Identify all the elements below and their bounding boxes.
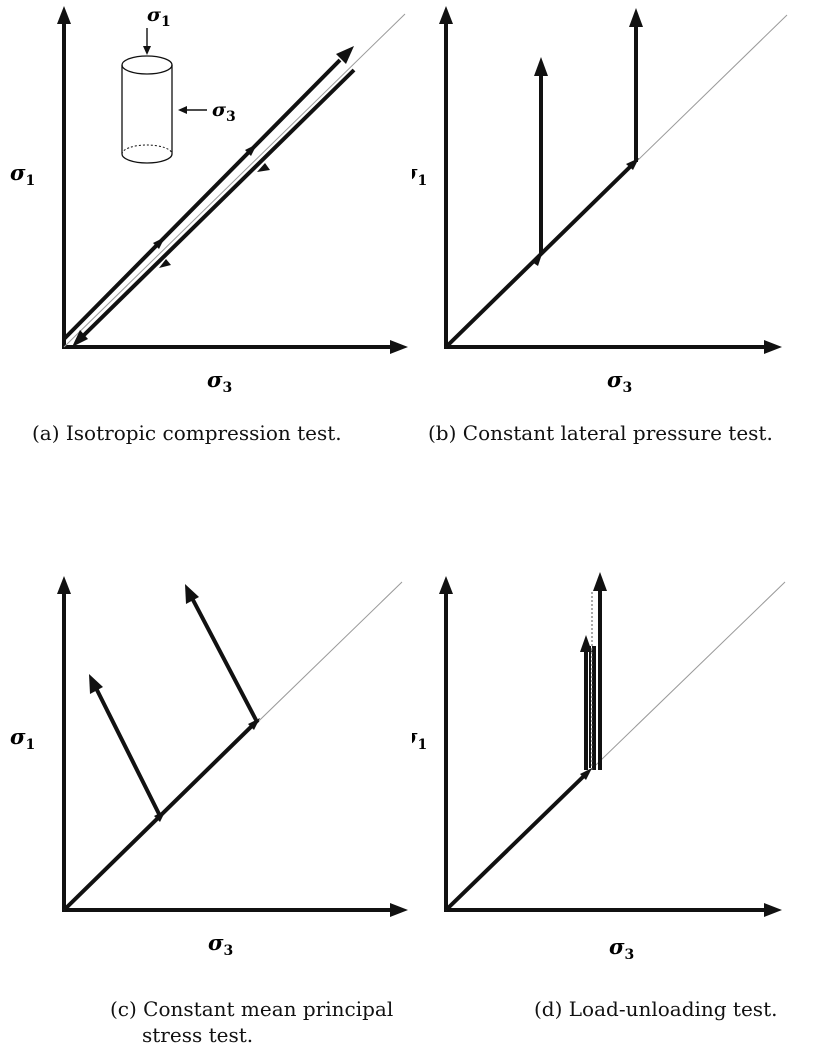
y-axis-label: σ1	[10, 724, 35, 753]
loading-arrow-line	[62, 58, 342, 341]
unloading-arrow-line	[80, 68, 356, 339]
y-axis-arrowhead	[57, 576, 71, 594]
unloading-arrowhead	[72, 330, 88, 347]
x-axis-arrowhead	[764, 903, 782, 917]
cylinder-bottom-front	[121, 153, 173, 164]
y-axis-arrowhead	[57, 6, 71, 24]
x-axis-arrowhead	[390, 903, 408, 917]
x-axis-label: σ3	[207, 367, 232, 396]
x-axis-arrowhead	[764, 340, 782, 354]
unloading-mid-marker	[159, 259, 171, 268]
x-axis-label: σ3	[609, 934, 634, 963]
panel-c-axes	[57, 576, 408, 917]
panel-b-axes	[439, 6, 782, 354]
caption-d: (d) Load-unloading test.	[534, 997, 778, 1021]
loading-mid-marker	[153, 237, 165, 249]
caption-b: (b) Constant lateral pressure test.	[428, 421, 773, 445]
y-axis-label: σ1	[412, 160, 427, 189]
x-axis-arrowhead	[390, 340, 408, 354]
load-unload-cycles	[580, 572, 607, 770]
cylinder-bottom-back	[121, 144, 173, 155]
final-loading-arrowhead	[593, 572, 607, 591]
panel-b-diagram: σ1 σ3	[412, 6, 788, 396]
panel-d-diagram: σ1 σ3	[412, 572, 786, 963]
loading-path	[62, 46, 354, 341]
caption-c-line-2: stress test.	[142, 1023, 254, 1047]
shear-path-upper	[629, 8, 643, 162]
loading-mid-marker	[245, 144, 257, 156]
inclined-arrow-line	[190, 597, 258, 721]
path-marker-upper	[248, 718, 260, 730]
lateral-load-arrowhead	[178, 106, 187, 114]
unloading-mid-marker	[257, 163, 270, 172]
y-axis-label: σ1	[10, 160, 35, 189]
y-axis-arrowhead	[439, 6, 453, 24]
isotropic-loading-path	[444, 770, 590, 912]
inclined-arrowhead	[89, 674, 103, 694]
inclined-arrow-line	[94, 687, 162, 817]
diagonal-guide-line	[63, 13, 406, 348]
loading-arrowhead	[336, 46, 354, 64]
caption-a: (a) Isotropic compression test.	[32, 421, 342, 445]
panel-d-axes	[439, 576, 782, 917]
x-axis-label: σ3	[208, 930, 233, 959]
unloading-path	[72, 68, 356, 347]
shear-path-lower	[534, 57, 548, 254]
axial-load-arrowhead	[143, 46, 151, 55]
isotropic-loading-path	[444, 161, 636, 349]
vertical-arrowhead	[629, 8, 643, 27]
x-axis-label: σ3	[607, 367, 632, 396]
y-axis-arrowhead	[439, 576, 453, 594]
y-axis-label: σ1	[412, 724, 427, 753]
specimen-sigma3-label: σ3	[212, 99, 236, 125]
shear-path-lower	[89, 674, 162, 817]
cylinder-top	[121, 55, 173, 75]
specimen-sigma1-label: σ1	[147, 4, 171, 30]
panel-a-diagram: σ1 σ3 σ1 σ3	[10, 4, 408, 396]
panel-a-axes	[57, 6, 408, 354]
specimen-cylinder-icon	[121, 28, 207, 164]
vertical-arrowhead	[534, 57, 548, 76]
inclined-arrowhead	[185, 584, 199, 604]
panel-c-diagram: σ1 σ3	[10, 576, 408, 959]
caption-c: (c) Constant mean principal stress test.	[110, 996, 393, 1048]
shear-path-upper	[185, 584, 258, 721]
path-marker-lower	[532, 254, 542, 266]
caption-c-line-1: (c) Constant mean principal	[110, 997, 394, 1021]
path-marker	[580, 768, 592, 780]
